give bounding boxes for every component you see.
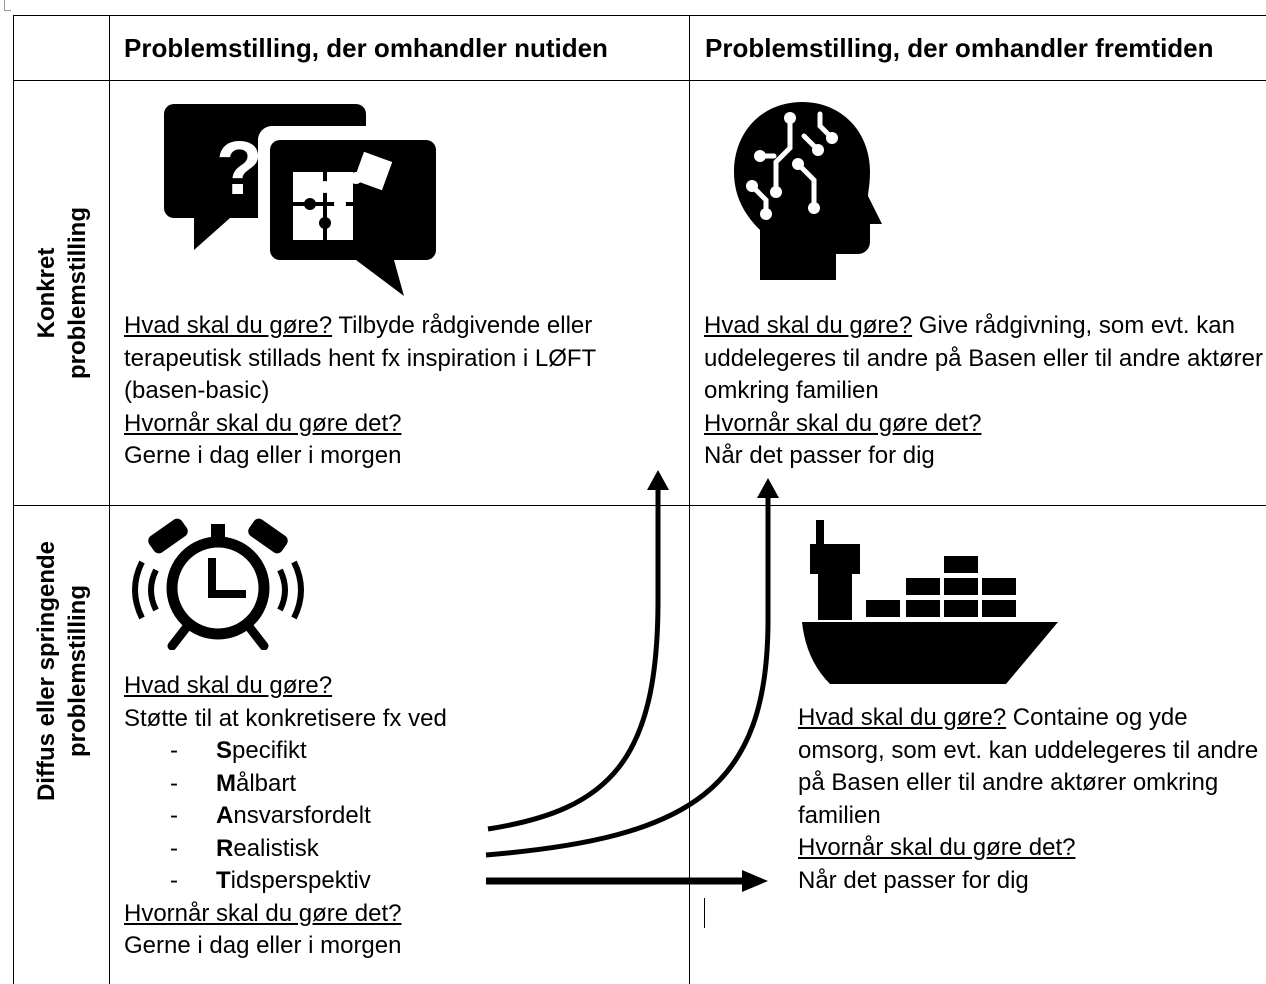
when-label-paragraph: Hvornår skal du gøre det?	[124, 408, 672, 441]
grid-line-header	[13, 80, 1266, 81]
list-dash: -	[170, 802, 178, 829]
when-label-paragraph: Hvornår skal du gøre det?	[704, 408, 1266, 441]
cell-diffuse-future: Hvad skal du gøre? Containe og yde omsor…	[798, 702, 1264, 897]
smart-item: - Realistisk	[124, 833, 672, 866]
head-circuit-icon	[734, 102, 882, 280]
what-label: Hvad skal du gøre?	[124, 312, 333, 339]
arrow-to-diffuse-future	[486, 870, 768, 892]
alarm-clock-icon	[132, 518, 304, 650]
cargo-ship-icon	[802, 520, 1058, 684]
smart-item: - Specifikt	[124, 735, 672, 768]
grid-line-left	[13, 15, 14, 984]
smart-item: - Tidsperspektiv	[124, 865, 672, 898]
when-label-paragraph: Hvornår skal du gøre det?	[798, 832, 1264, 865]
smart-letter: M	[216, 769, 236, 797]
header-present: Problemstilling, der omhandler nutiden	[124, 33, 608, 63]
when-label: Hvornår skal du gøre det?	[704, 409, 982, 437]
what-label: Hvad skal du gøre?	[704, 312, 913, 339]
grid-line-center	[689, 15, 690, 984]
smart-item: - Ansvarsfordelt	[124, 800, 672, 833]
when-label-paragraph: Hvornår skal du gøre det?	[124, 898, 672, 931]
cell-concrete-present: Hvad skal du gøre? Tilbyde rådgivende el…	[124, 310, 672, 473]
smart-list: - Specifikt - Målbart - Ansvarsfordelt - Rea…	[124, 735, 672, 898]
grid-line-middle	[13, 505, 1266, 506]
cell-concrete-future: Hvad skal du gøre? Give rådgivning, som …	[704, 310, 1266, 473]
what-label-paragraph: Hvad skal du gøre?	[124, 670, 672, 703]
what-paragraph: Hvad skal du gøre? Containe og yde omsor…	[798, 702, 1264, 832]
speech-bubbles-question-puzzle-icon: ?	[164, 104, 436, 296]
when-label: Hvornår skal du gøre det?	[124, 899, 402, 927]
what-paragraph: Hvad skal du gøre? Tilbyde rådgivende el…	[124, 310, 672, 408]
arrow-to-concrete-future	[485, 478, 779, 858]
when-text: Gerne i dag eller i morgen	[124, 932, 402, 959]
what-text: Støtte til at konkretisere fx ved	[124, 704, 447, 732]
smart-item: - Målbart	[124, 768, 672, 801]
list-dash: -	[170, 834, 178, 862]
what-paragraph: Hvad skal du gøre? Give rådgivning, som …	[704, 310, 1266, 408]
what-label: Hvad skal du gøre?	[798, 704, 1007, 731]
smart-letter: T	[216, 867, 231, 894]
smart-rest: idsperspektiv	[230, 867, 371, 894]
when-text: Gerne i dag eller i morgen	[124, 442, 402, 469]
when-text: Når det passer for dig	[704, 442, 935, 469]
text-cursor	[704, 898, 705, 928]
what-text: Containe og yde omsorg, som evt. kan udd…	[798, 704, 1259, 829]
page-corner-mark	[4, 0, 11, 11]
smart-rest: ealistisk	[233, 834, 319, 862]
list-dash: -	[170, 737, 178, 764]
smart-rest: nsvarsfordelt	[233, 802, 371, 829]
svg-text:?: ?	[216, 126, 262, 211]
what-label: Hvad skal du gøre?	[124, 672, 333, 699]
when-text: Når det passer for dig	[798, 866, 1029, 894]
what-text: Give rådgivning, som evt. kan uddelegere…	[704, 312, 1263, 404]
smart-letter: R	[216, 834, 234, 862]
cell-diffuse-present: Hvad skal du gøre? Støtte til at konkret…	[124, 670, 672, 963]
smart-rest: ålbart	[236, 769, 297, 797]
what-text: Tilbyde rådgivende eller terapeutisk sti…	[124, 312, 596, 404]
smart-letter: S	[216, 737, 233, 764]
arrow-to-concrete-present	[487, 470, 669, 832]
grid-line-label-col	[109, 15, 110, 984]
list-dash: -	[170, 867, 178, 894]
header-future: Problemstilling, der omhandler fremtiden	[705, 33, 1214, 63]
smart-rest: pecifikt	[232, 737, 307, 764]
grid-line-top	[13, 15, 1266, 16]
when-label: Hvornår skal du gøre det?	[124, 409, 402, 437]
smart-letter: A	[216, 802, 234, 829]
list-dash: -	[170, 769, 178, 797]
when-label: Hvornår skal du gøre det?	[798, 834, 1076, 861]
